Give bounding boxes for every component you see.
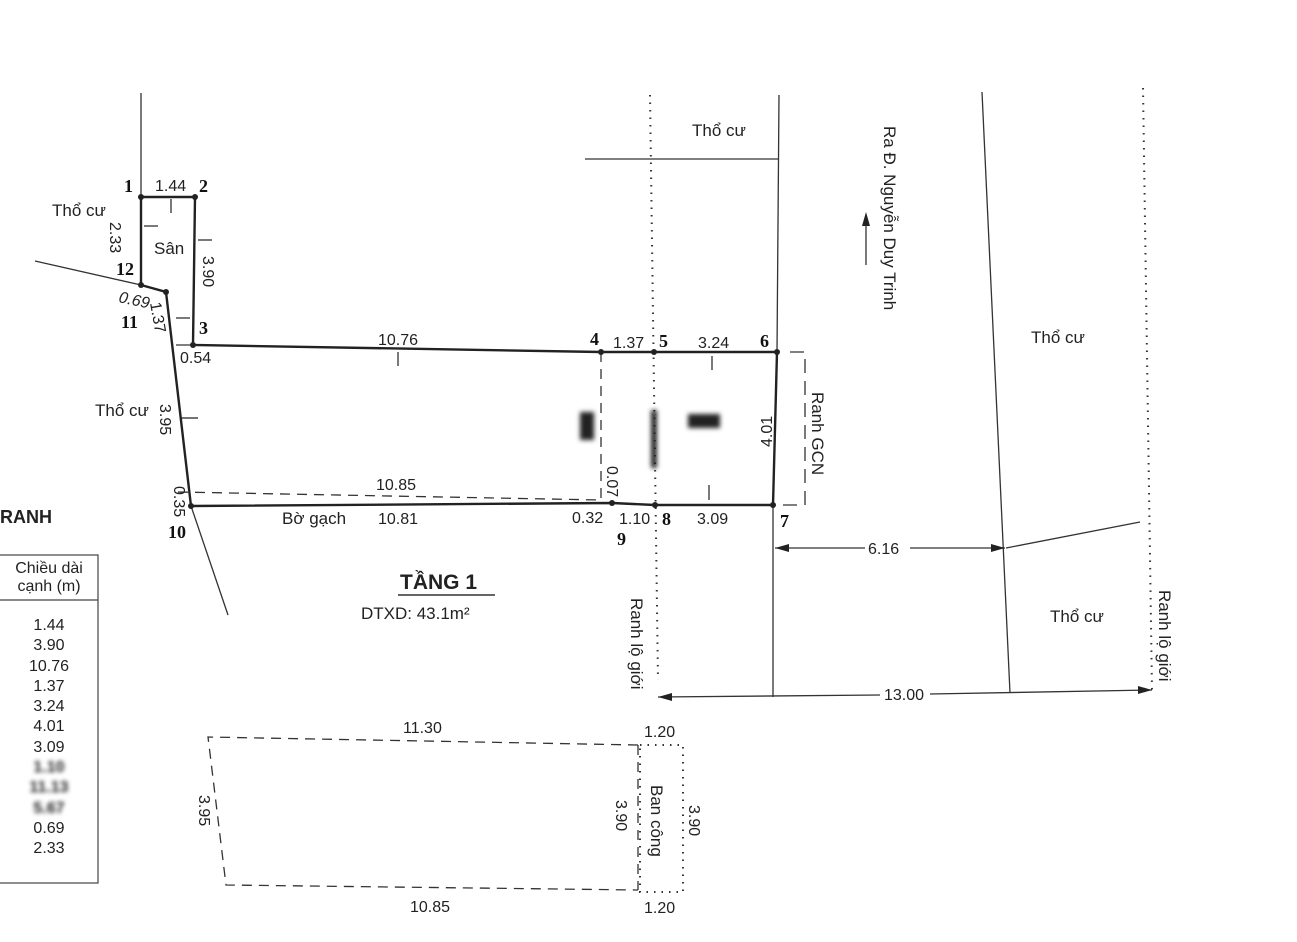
balcony-right: 3.90 [685,805,702,836]
floor-title: TẦNG 1 [400,571,477,594]
dim-13-00: 13.00 [884,687,924,704]
point-7: 7 [780,511,789,531]
dim-9-10: 10.81 [378,511,418,528]
dim-12-1: 2.33 [106,222,123,253]
balcony-top-width: 1.20 [644,724,675,741]
balcony-bottom: 10.85 [410,899,450,916]
dim-6-7: 4.01 [759,416,776,447]
point-12: 12 [116,259,134,279]
table-row: 3.09 [33,738,65,756]
label-tho-cu-3: Thổ cư [692,121,746,140]
label-tho-cu-5: Thổ cư [1050,607,1104,626]
table-row: 3.90 [33,637,65,655]
dim-0-32: 0.32 [572,510,603,527]
label-san: Sân [154,239,184,258]
area-labels: Thổ cư Thổ cư Thổ cư Thổ cư Thổ cư Sân R… [0,121,1174,689]
table-header: Chiều dài cạnh (m) [15,560,83,595]
dim-0-35: 0.35 [170,486,187,517]
dim-3-4: 10.76 [378,332,418,349]
label-ranh-lo-gioi-2: Ranh lộ giới [1155,590,1174,681]
table-row: 11.13 [29,779,69,797]
dimension-lines [657,544,1153,701]
table-row: 2.33 [33,840,65,858]
point-5: 5 [659,331,668,351]
point-4: 4 [590,329,599,349]
dim-10-85: 10.85 [376,477,416,494]
dim-2-3: 3.90 [199,256,216,287]
dimension-labels: 1.44 3.90 10.76 1.37 3.24 4.01 3.09 1.10… [106,178,924,704]
point-6: 6 [760,331,769,351]
label-tho-cu-1: Thổ cư [52,201,106,220]
label-ban-cong: Ban công [647,785,666,857]
dim-4-5: 1.37 [613,335,644,352]
table-row: 1.10 [33,759,65,777]
point-1: 1 [124,176,133,196]
dim-1-2: 1.44 [155,178,186,195]
table-row: 1.44 [33,617,65,634]
label-ranh-gcn: Ranh GCN [808,392,827,475]
label-tho-cu-4: Thổ cư [1031,328,1085,347]
point-labels: 1 2 3 4 5 6 7 8 9 10 11 12 [116,176,789,549]
table-row: 4.01 [33,718,65,736]
balcony-inner: 3.90 [612,800,629,831]
dim-0-07: 0.07 [603,466,620,497]
dim-8-9: 1.10 [619,511,650,528]
table-row: 5.67 [33,799,65,817]
point-11: 11 [121,312,138,332]
direction-arrows [144,199,713,500]
label-bo-gach: Bờ gạch [282,509,346,528]
table-row: 3.24 [33,698,65,716]
construction-area: DTXD: 43.1m² [361,604,470,623]
dim-11-12: 0.69 [117,289,151,312]
edge-length-table [0,554,99,884]
balcony-plan: 11.30 10.85 3.95 3.90 3.90 1.20 1.20 Ban… [195,720,702,917]
point-3: 3 [199,318,208,338]
label-road: Ra Đ. Nguyễn Duy Trinh [880,126,899,310]
context-lines [34,87,1153,697]
vertex-dots [138,194,780,509]
point-8: 8 [662,509,671,529]
dim-5-6: 3.24 [698,335,729,352]
table-heading: RANH [0,507,52,527]
point-10: 10 [168,522,186,542]
balcony-bottom-width: 1.20 [644,900,675,917]
point-2: 2 [199,176,208,196]
point-9: 9 [617,529,626,549]
label-tho-cu-2: Thổ cư [95,401,149,420]
table-row: 10.76 [28,657,70,675]
table-row: 0.69 [33,819,65,837]
label-ranh-lo-gioi-1: Ranh lộ giới [627,598,646,689]
table-body: Chiều dài cạnh (m) 1.44 3.90 10.76 1.37 3.24… [0,560,98,860]
dim-10-11: 3.95 [156,404,173,435]
dim-11-3: 1.37 [146,301,168,335]
redacted-marks [580,410,720,468]
dim-0-54: 0.54 [180,350,211,367]
parcel-boundary [139,195,779,508]
table-row: 1.37 [33,677,65,695]
dim-7-8: 3.09 [697,511,728,528]
balcony-top: 11.30 [403,720,442,737]
balcony-left: 3.95 [195,795,212,826]
dim-6-16: 6.16 [868,541,899,558]
